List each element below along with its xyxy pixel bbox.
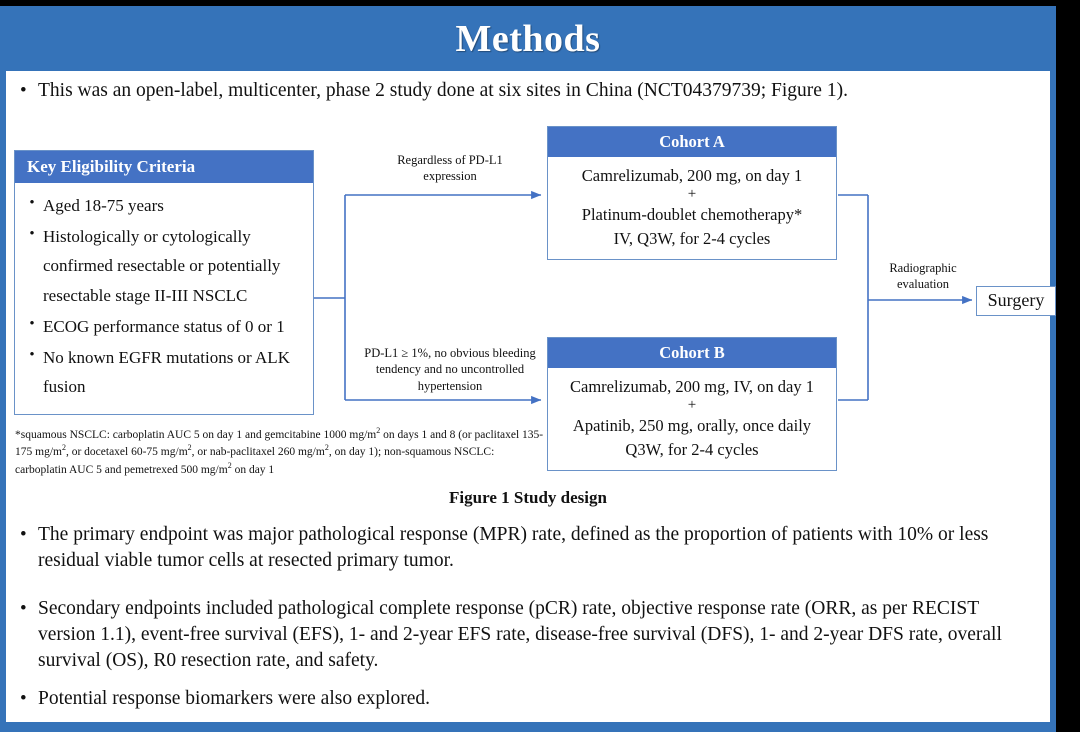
chemotherapy-footnote: *squamous NSCLC: carboplatin AUC 5 on da…: [15, 426, 544, 476]
eligibility-item-label: No known EGFR mutations or ALK fusion: [43, 348, 290, 397]
cohort-a-box: Cohort A Camrelizumab, 200 mg, on day 1 …: [547, 126, 837, 261]
primary-endpoint-bullet-row: • The primary endpoint was major patholo…: [12, 522, 1040, 574]
cohort-b-line-1: Camrelizumab, 200 mg, IV, on day 1: [570, 377, 814, 396]
cohort-b-body: Camrelizumab, 200 mg, IV, on day 1 + Apa…: [548, 368, 836, 470]
slide-title-banner: Methods: [6, 6, 1050, 71]
connector-label-radiographic-evaluation: Radiographic evaluation: [889, 261, 957, 292]
bullet-marker: •: [29, 226, 35, 243]
bullet-marker: •: [20, 524, 27, 545]
intro-bullet-row: • This was an open-label, multicenter, p…: [12, 78, 1042, 104]
eligibility-item: • Histologically or cytologically confir…: [21, 222, 307, 310]
frame-accent-bottom: [0, 722, 1056, 732]
connector-label-pdl1-positive: PD-L1 ≥ 1%, no obvious bleeding tendency…: [364, 346, 536, 393]
bullet-marker: •: [29, 195, 35, 211]
cohort-b-line-2: Apatinib, 250 mg, orally, once daily: [572, 416, 812, 436]
eligibility-header: Key Eligibility Criteria: [15, 151, 313, 183]
frame-accent-right: [1050, 6, 1056, 728]
intro-bullet-text: This was an open-label, multicenter, pha…: [38, 80, 848, 101]
figure-caption: Figure 1 Study design: [449, 488, 607, 507]
connector-label-pdl1-regardless: Regardless of PD-L1 expression: [397, 153, 503, 184]
cohort-b-plus: +: [687, 397, 697, 414]
biomarker-text: Potential response biomarkers were also …: [38, 688, 431, 709]
secondary-endpoint-bullet-row: • Secondary endpoints included pathologi…: [12, 596, 1040, 674]
cohort-b-box: Cohort B Camrelizumab, 200 mg, IV, on da…: [547, 337, 837, 472]
eligibility-item: • No known EGFR mutations or ALK fusion: [21, 343, 307, 401]
bullet-marker: •: [20, 80, 27, 101]
cohort-a-line-3: IV, Q3W, for 2-4 cycles: [613, 228, 771, 248]
surgery-box: Surgery: [976, 286, 1056, 316]
eligibility-item-label: Histologically or cytologically confirme…: [43, 227, 281, 305]
cohort-a-plus: +: [687, 186, 697, 203]
bullet-marker: •: [20, 598, 27, 619]
secondary-endpoint-text: Secondary endpoints included pathologica…: [38, 598, 1002, 672]
cohort-b-line-3: Q3W, for 2-4 cycles: [625, 439, 759, 459]
cohort-b-header: Cohort B: [548, 338, 836, 368]
frame-accent-left: [0, 6, 6, 728]
eligibility-item: • ECOG performance status of 0 or 1: [21, 312, 307, 341]
bullet-marker: •: [20, 688, 27, 709]
page-title: Methods: [455, 17, 601, 60]
biomarker-bullet-row: • Potential response biomarkers were als…: [12, 686, 1040, 712]
eligibility-item-label: Aged 18-75 years: [43, 196, 164, 215]
cohort-a-line-1: Camrelizumab, 200 mg, on day 1: [581, 166, 803, 185]
cohort-a-header: Cohort A: [548, 127, 836, 157]
eligibility-item: • Aged 18-75 years: [21, 191, 307, 220]
eligibility-criteria-box: Key Eligibility Criteria • Aged 18-75 ye…: [14, 150, 314, 415]
eligibility-body: • Aged 18-75 years • Histologically or c…: [15, 183, 313, 414]
primary-endpoint-text: The primary endpoint was major pathologi…: [38, 524, 989, 572]
bullet-marker: •: [29, 315, 35, 332]
cohort-a-line-2: Platinum-doublet chemotherapy*: [581, 205, 803, 225]
cohort-a-body: Camrelizumab, 200 mg, on day 1 + Platinu…: [548, 157, 836, 259]
bullet-marker: •: [29, 347, 35, 364]
eligibility-item-label: ECOG performance status of 0 or 1: [43, 316, 285, 336]
